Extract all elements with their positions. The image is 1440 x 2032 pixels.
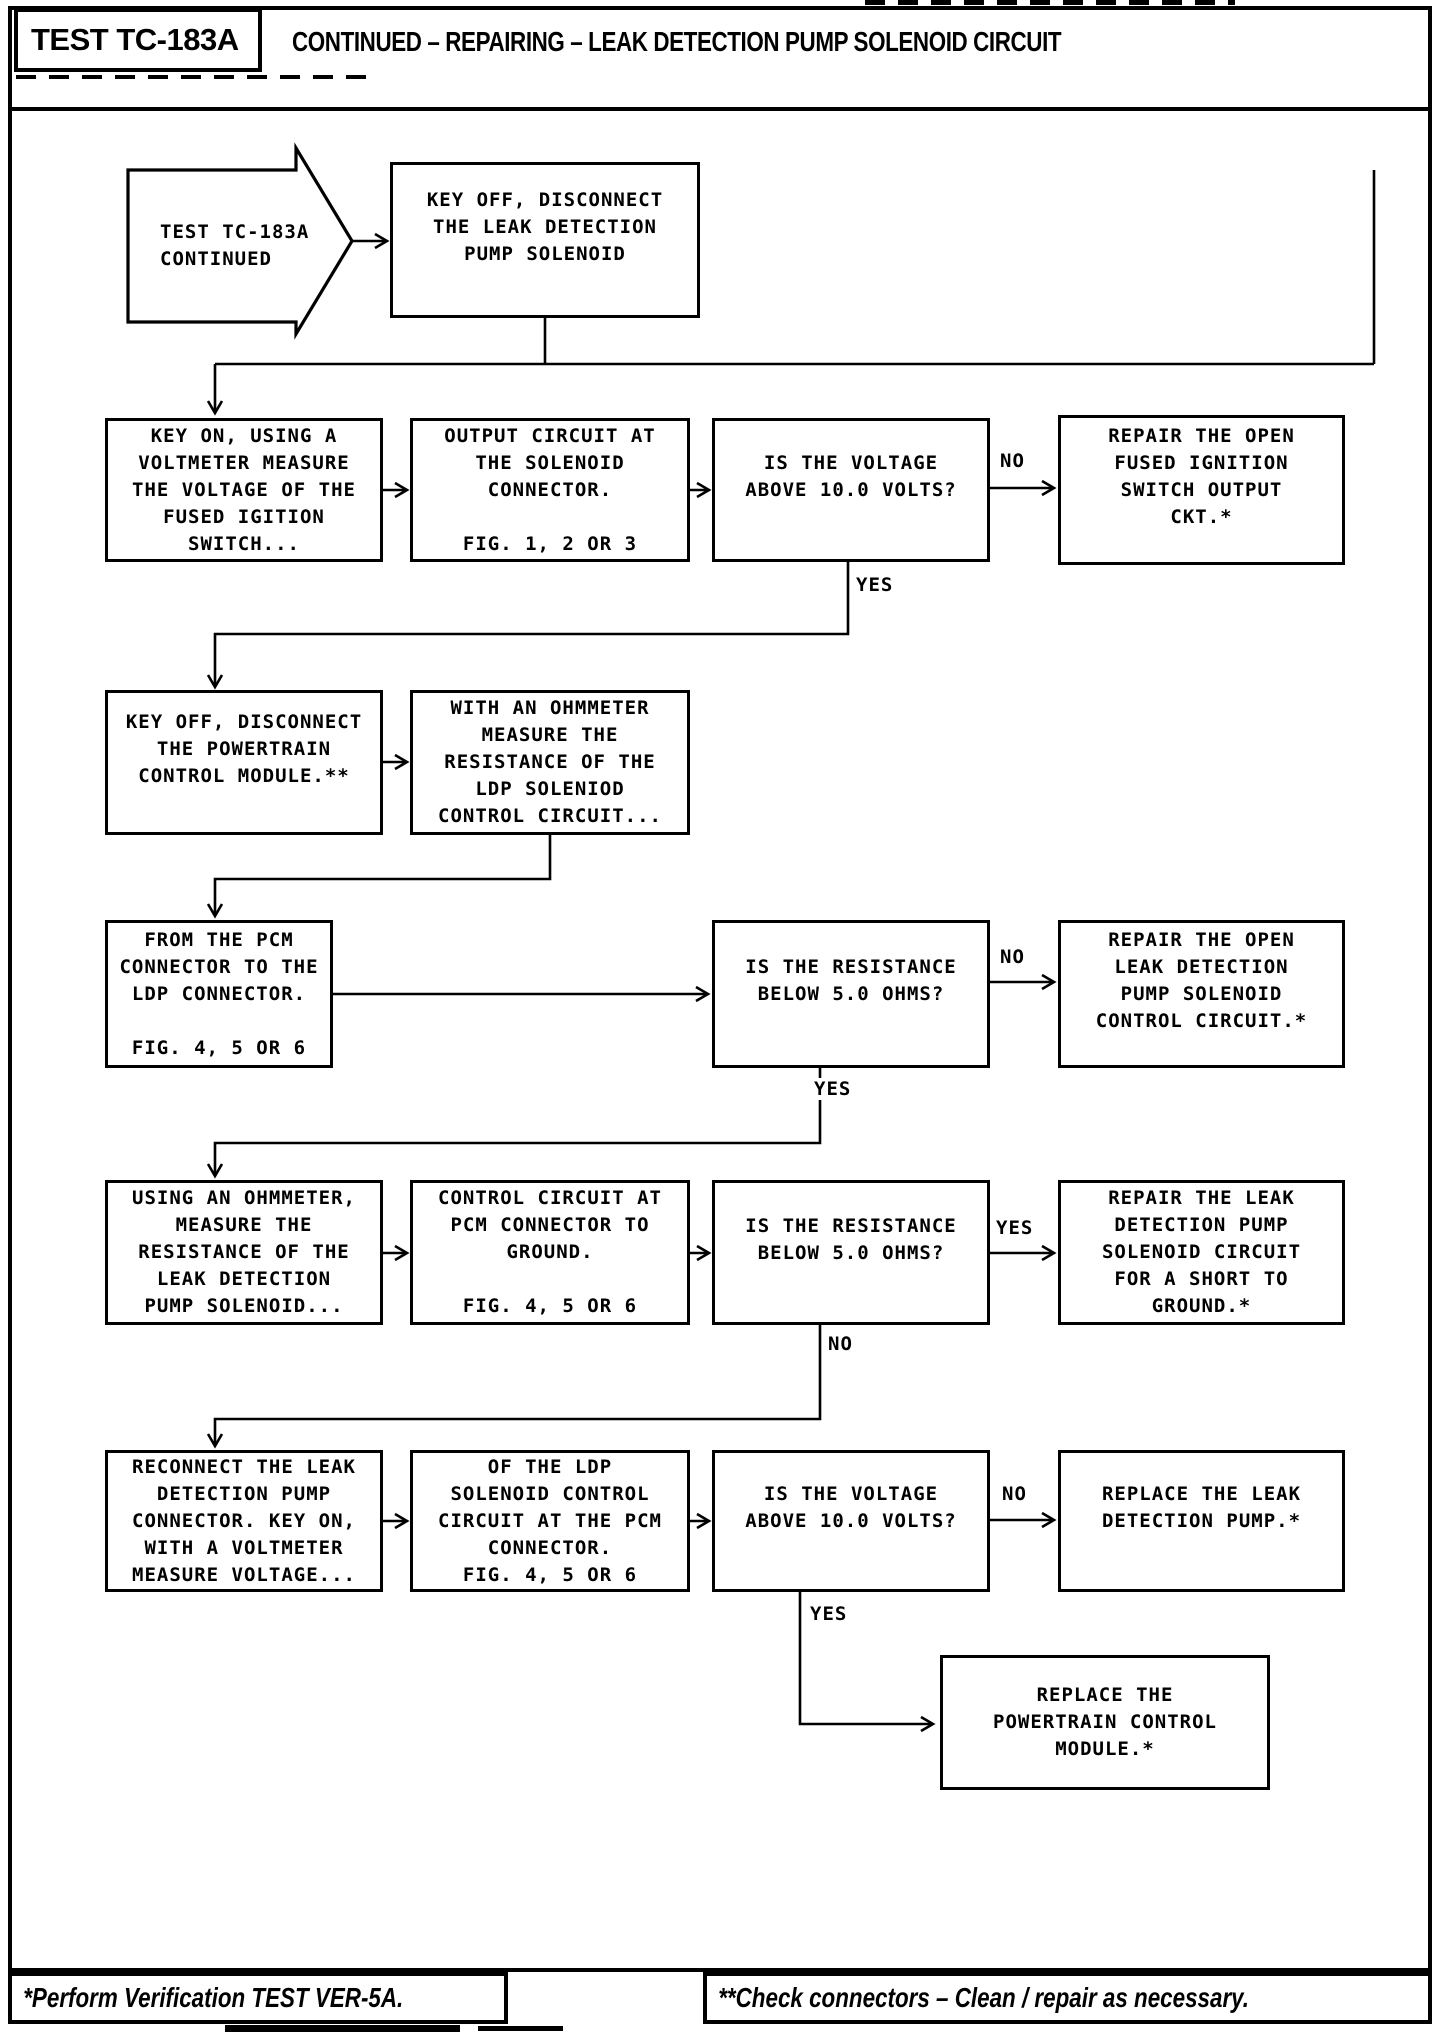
flow-node-pcm-to-ldp-connector: FROM THE PCM CONNECTOR TO THE LDP CONNEC… <box>105 920 333 1068</box>
flow-node-ldp-control-at-pcm: OF THE LDP SOLENOID CONTROL CIRCUIT AT T… <box>410 1450 690 1592</box>
edge-label-yes-row5: YES <box>994 1217 1036 1239</box>
edge-label-yes-row4: YES <box>812 1078 854 1100</box>
scan-artifact-bottom-bar <box>225 2025 460 2032</box>
footer-note-connectors: **Check connectors – Clean / repair as n… <box>703 1972 1432 2024</box>
test-id-box: TEST TC-183A <box>14 8 262 72</box>
flow-node-repair-ignition-output: REPAIR THE OPEN FUSED IGNITION SWITCH OU… <box>1058 415 1345 565</box>
footer-note-verification: *Perform Verification TEST VER-5A. <box>8 1972 508 2024</box>
scan-artifact-bottom-bar-2 <box>478 2026 563 2031</box>
flow-node-voltage-above-10-second: IS THE VOLTAGE ABOVE 10.0 VOLTS? <box>712 1450 990 1592</box>
flow-node-repair-short-to-ground: REPAIR THE LEAK DETECTION PUMP SOLENOID … <box>1058 1180 1345 1325</box>
flow-node-reconnect-pump: RECONNECT THE LEAK DETECTION PUMP CONNEC… <box>105 1450 383 1592</box>
header-divider <box>8 107 1432 111</box>
flow-node-voltage-above-10-first: IS THE VOLTAGE ABOVE 10.0 VOLTS? <box>712 418 990 562</box>
edge-label-no-row4: NO <box>998 946 1027 968</box>
flow-node-disconnect-solenoid: KEY OFF, DISCONNECT THE LEAK DETECTION P… <box>390 162 700 318</box>
flow-node-measure-solenoid-resistance: USING AN OHMMETER, MEASURE THE RESISTANC… <box>105 1180 383 1325</box>
edge-label-no-row2: NO <box>998 450 1027 472</box>
flow-node-ohmmeter-ldp-control: WITH AN OHMMETER MEASURE THE RESISTANCE … <box>410 690 690 835</box>
flow-node-replace-pump: REPLACE THE LEAK DETECTION PUMP.* <box>1058 1450 1345 1592</box>
flow-node-output-circuit: OUTPUT CIRCUIT AT THE SOLENOID CONNECTOR… <box>410 418 690 562</box>
edge-label-no-row5: NO <box>826 1333 855 1355</box>
edge-label-yes-row6: YES <box>808 1603 850 1625</box>
flow-node-measure-ignition-voltage: KEY ON, USING A VOLTMETER MEASURE THE VO… <box>105 418 383 562</box>
footer-note-connectors-text: **Check connectors – Clean / repair as n… <box>718 1982 1250 2013</box>
page-title: CONTINUED – REPAIRING – LEAK DETECTION P… <box>292 26 1062 57</box>
page-border <box>8 6 1432 1972</box>
scan-artifact-top-dashes <box>865 0 1235 5</box>
edge-label-yes-row2: YES <box>854 574 896 596</box>
flow-node-resistance-below-5-second: IS THE RESISTANCE BELOW 5.0 OHMS? <box>712 1180 990 1325</box>
flow-node-start: TEST TC-183A CONTINUED <box>160 221 310 270</box>
flow-node-control-circuit-to-ground: CONTROL CIRCUIT AT PCM CONNECTOR TO GROU… <box>410 1180 690 1325</box>
flow-node-repair-open-control-circuit: REPAIR THE OPEN LEAK DETECTION PUMP SOLE… <box>1058 920 1345 1068</box>
flow-node-replace-pcm: REPLACE THE POWERTRAIN CONTROL MODULE.* <box>940 1655 1270 1790</box>
flow-node-resistance-below-5-first: IS THE RESISTANCE BELOW 5.0 OHMS? <box>712 920 990 1068</box>
flow-node-disconnect-pcm: KEY OFF, DISCONNECT THE POWERTRAIN CONTR… <box>105 690 383 835</box>
test-id-label: TEST TC-183A <box>31 22 239 57</box>
edge-label-no-row6: NO <box>1000 1483 1029 1505</box>
footer-note-verification-text: *Perform Verification TEST VER-5A. <box>23 1982 404 2013</box>
scan-artifact-header-dashes <box>16 75 376 79</box>
